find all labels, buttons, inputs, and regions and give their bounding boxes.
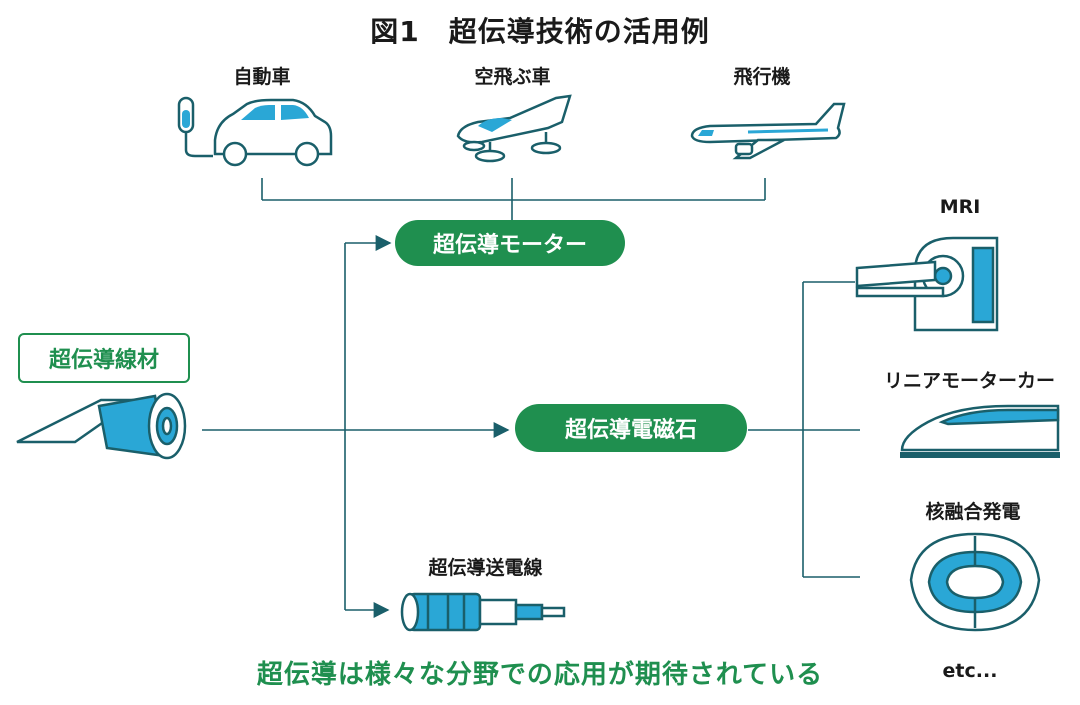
label-etc: etc... [942,660,998,682]
figure-caption: 超伝導は様々な分野での応用が期待されている [256,660,824,690]
car-icon [177,96,333,167]
node-superconducting-magnet: 超伝導電磁石 [515,404,747,452]
label-fusion: 核融合発電 [925,501,1021,523]
airplane-icon [690,102,846,160]
label-linear-motor-car: リニアモーターカー [883,370,1055,392]
maglev-train-icon [900,404,1060,458]
fusion-reactor-icon [909,532,1041,632]
label-car: 自動車 [233,66,291,88]
mri-icon [855,236,999,332]
label-airplane: 飛行機 [733,66,791,88]
power-cable-icon [400,592,566,632]
flying-car-icon [456,94,572,163]
label-power-cable: 超伝導送電線 [428,557,543,579]
label-flying-car: 空飛ぶ車 [474,66,551,88]
source-superconducting-wire-label: 超伝導線材 [18,333,190,383]
superconducting-tape-icon [16,392,187,460]
figure-title: 図1 超伝導技術の活用例 [370,15,710,48]
node-superconducting-motor: 超伝導モーター [395,220,625,266]
label-mri: MRI [939,196,981,218]
